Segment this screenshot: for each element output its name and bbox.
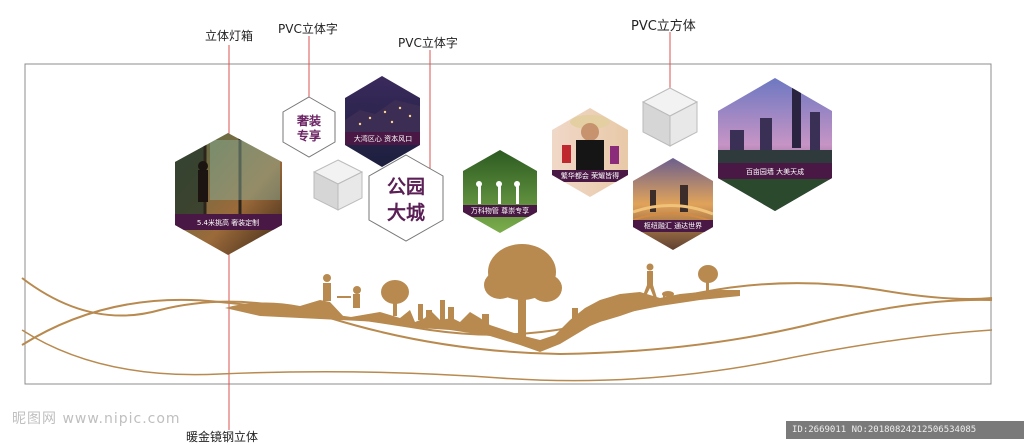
hex-caption-trees: 万科物管 尊崇专享 <box>471 206 529 215</box>
hex-photo-skyline: 百亩园墙 大美天成 <box>718 78 832 211</box>
bronze-ribbons <box>21 277 993 382</box>
image-id-bar: ID:2669011 NO:20180824212506534085 <box>786 421 1024 439</box>
callout-pvc-text-1: PVC立体字 <box>278 22 338 36</box>
pvc-cube-right <box>641 87 699 147</box>
hex-caption-night-city: 大湾区心 资本风口 <box>354 134 412 143</box>
hex-luxury-text: 奢装 专享 <box>282 96 336 158</box>
hex-caption-balcony: 5.4米挑高 奢装定制 <box>197 218 259 227</box>
hex-photo-night-city: 大湾区心 资本风口 <box>345 76 420 167</box>
luxury-line1: 奢装 <box>296 113 321 128</box>
hex-park-city-text: 公园 大城 <box>368 154 444 242</box>
bronze-landscape <box>225 244 740 352</box>
callout-pvc-cube: PVC立方体 <box>631 19 696 34</box>
hex-photo-highway: 枢纽融汇 通达世界 <box>633 158 713 250</box>
callout-lines <box>228 32 671 430</box>
hex-caption-highway: 枢纽融汇 通达世界 <box>644 221 702 230</box>
park-line1: 公园 <box>387 176 425 198</box>
hex-caption-shopping: 繁华都会 荣耀皆得 <box>561 171 619 180</box>
callout-bottom: 暖金镜钢立体 <box>186 430 259 444</box>
callout-lightbox: 立体灯箱 <box>205 29 254 43</box>
wall-frame <box>24 63 992 385</box>
hex-caption-skyline: 百亩园墙 大美天成 <box>746 167 804 176</box>
park-line2: 大城 <box>387 201 425 224</box>
hex-photo-trees: 万科物管 尊崇专享 <box>463 150 537 233</box>
site-watermark: 昵图网 www.nipic.com <box>12 411 181 427</box>
hex-photo-shopping: 繁华都会 荣耀皆得 <box>552 108 628 197</box>
callout-pvc-text-2: PVC立体字 <box>398 36 458 50</box>
luxury-line2: 专享 <box>297 128 321 143</box>
hex-photo-balcony: 5.4米挑高 奢装定制 <box>175 133 282 255</box>
pvc-cube-left <box>312 159 364 211</box>
